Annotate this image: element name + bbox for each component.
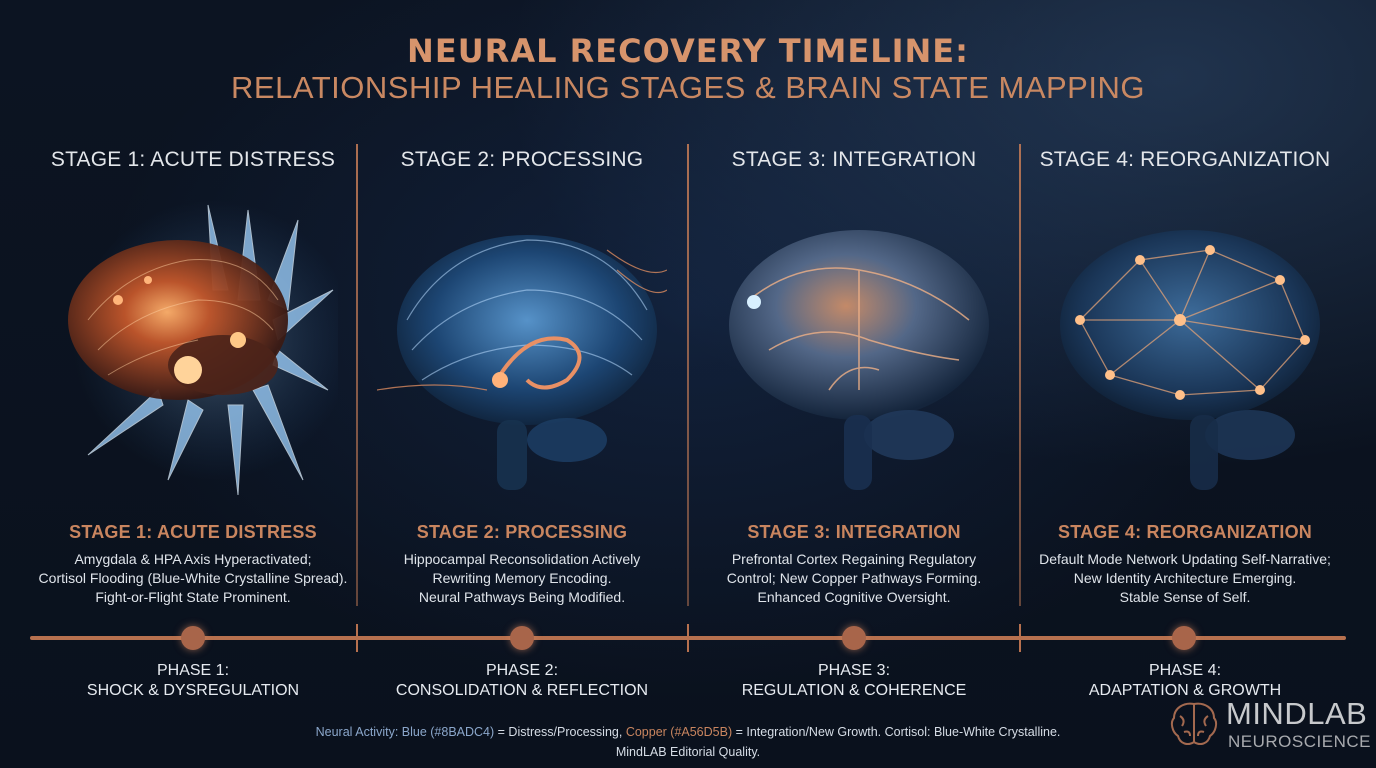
stage-title: STAGE 1: ACUTE DISTRESS	[50, 148, 336, 171]
stage-title: STAGE 4: REORGANIZATION	[1039, 148, 1331, 171]
stage-4-panel: STAGE 4: REORGANIZATION STAGE	[1020, 140, 1350, 610]
stage-subtitle: STAGE 4: REORGANIZATION	[1058, 522, 1312, 542]
timeline-node-phase-4	[1172, 626, 1196, 650]
brain-crystalline-distress-illustration	[68, 200, 338, 496]
stage-description: Amygdala & HPA Axis Hyperactivated; Cort…	[38, 551, 348, 605]
timeline-tick	[356, 624, 358, 652]
timeline-node-phase-2	[510, 626, 534, 650]
timeline-node-phase-3	[842, 626, 866, 650]
stage-1-panel: STAGE 1: ACUTE DISTRESS	[28, 140, 358, 610]
stage-divider	[1019, 144, 1021, 606]
stage-title: STAGE 2: PROCESSING	[400, 148, 644, 171]
phase-4-label: PHASE 4:ADAPTATION & GROWTH	[1088, 662, 1282, 699]
legend-copper-term: Copper (#A56D5B)	[625, 725, 733, 739]
stage-divider	[356, 144, 358, 606]
brain-network-reorganization-illustration	[1060, 230, 1320, 490]
logo-name: MINDLAB	[1226, 696, 1368, 731]
stage-3-panel: STAGE 3: INTEGRATION STAGE 3: INTEGRATIO…	[689, 140, 1019, 610]
stage-2-panel: STAGE 2: PROCESSING STAGE 2: PROCESSING …	[357, 140, 687, 610]
mindlab-logo: MINDLAB NEUROSCIENCE	[1168, 694, 1371, 756]
page-title: NEURAL RECOVERY TIMELINE:	[407, 32, 969, 70]
phase-1-label: PHASE 1:SHOCK & DYSREGULATION	[86, 662, 300, 699]
stage-description: Default Mode Network Updating Self-Narra…	[1039, 551, 1331, 605]
stage-subtitle: STAGE 2: PROCESSING	[416, 522, 628, 542]
legend-blue-text: = Distress/Processing,	[494, 725, 626, 739]
logo-tagline: NEUROSCIENCE	[1228, 732, 1371, 751]
brain-hippocampus-processing-illustration	[377, 235, 667, 490]
timeline-tick	[1019, 624, 1021, 652]
footer-legend: Neural Activity: Blue (#8BADC4) = Distre…	[0, 722, 1376, 762]
brain-copper-pathways-illustration	[729, 230, 989, 490]
stage-title: STAGE 3: INTEGRATION	[731, 148, 977, 171]
timeline-tick	[687, 624, 689, 652]
stage-subtitle: STAGE 3: INTEGRATION	[747, 522, 961, 542]
legend-blue-term: Neural Activity: Blue (#8BADC4)	[315, 725, 495, 739]
stage-divider	[687, 144, 689, 606]
legend-copper-text: = Integration/New Growth. Cortisol: Blue…	[732, 725, 1061, 739]
page-subtitle: RELATIONSHIP HEALING STAGES & BRAIN STAT…	[231, 70, 1145, 105]
phase-2-label: PHASE 2:CONSOLIDATION & REFLECTION	[395, 662, 649, 699]
footer-credit: MindLAB Editorial Quality.	[615, 745, 761, 759]
stage-subtitle: STAGE 1: ACUTE DISTRESS	[69, 522, 317, 542]
phase-3-label: PHASE 3:REGULATION & COHERENCE	[741, 662, 967, 699]
stage-description: Prefrontal Cortex Regaining Regulatory C…	[726, 551, 982, 605]
brain-icon	[1170, 702, 1218, 745]
stage-description: Hippocampal Reconsolidation Actively Rew…	[403, 551, 641, 605]
timeline-node-phase-1	[181, 626, 205, 650]
